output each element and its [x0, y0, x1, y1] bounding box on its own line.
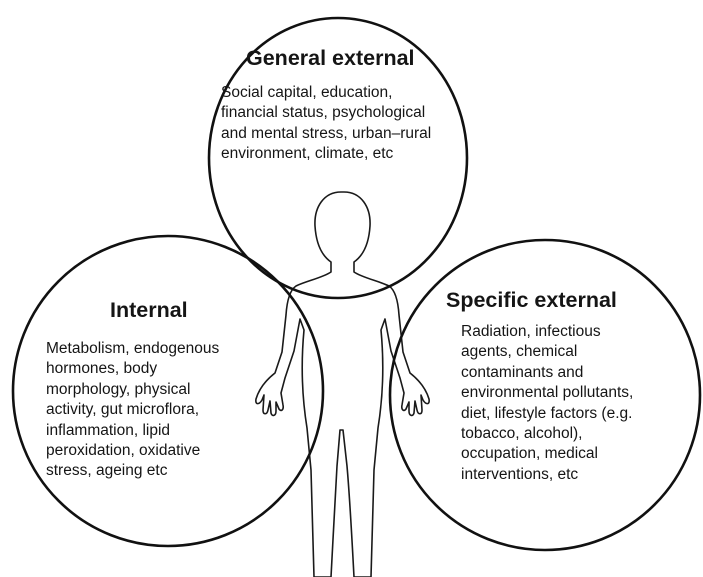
specific-external-line: occupation, medical	[461, 445, 598, 463]
internal-title: Internal	[110, 298, 188, 322]
circle-specific-external	[388, 238, 702, 552]
specific-external-line: contaminants and	[461, 363, 584, 381]
internal-line: morphology, physical	[46, 380, 191, 398]
internal-line: peroxidation, oxidative	[46, 442, 201, 460]
general-external-line: and mental stress, urban–rural	[221, 124, 432, 142]
specific-external-line: tobacco, alcohol),	[461, 425, 583, 443]
internal-line: inflammation, lipid	[46, 421, 171, 439]
internal-line: stress, ageing etc	[46, 462, 168, 480]
internal-line: activity, gut microflora,	[46, 401, 200, 419]
specific-external-line: diet, lifestyle factors (e.g.	[461, 404, 633, 422]
general-external-line: financial status, psychological	[221, 104, 426, 122]
internal-line: Metabolism, endogenous	[46, 340, 220, 357]
general-external-line: Social capital, education,	[221, 84, 393, 101]
circle-general-external	[207, 16, 469, 300]
general-external-description: Social capital, education, financial sta…	[221, 83, 431, 165]
internal-line: hormones, body	[46, 360, 158, 378]
specific-external-title: Specific external	[446, 288, 617, 312]
general-external-title: General external	[246, 46, 415, 70]
specific-external-line: Radiation, infectious	[461, 323, 601, 340]
human-silhouette-icon	[255, 191, 430, 577]
internal-description: Metabolism, endogenous hormones, body mo…	[46, 339, 219, 482]
specific-external-line: agents, chemical	[461, 343, 578, 361]
circle-internal	[11, 234, 325, 548]
general-external-line: environment, climate, etc	[221, 145, 394, 163]
specific-external-line: environmental pollutants,	[461, 384, 634, 402]
specific-external-description: Radiation, infectious agents, chemical c…	[461, 322, 633, 485]
specific-external-line: interventions, etc	[461, 465, 579, 483]
